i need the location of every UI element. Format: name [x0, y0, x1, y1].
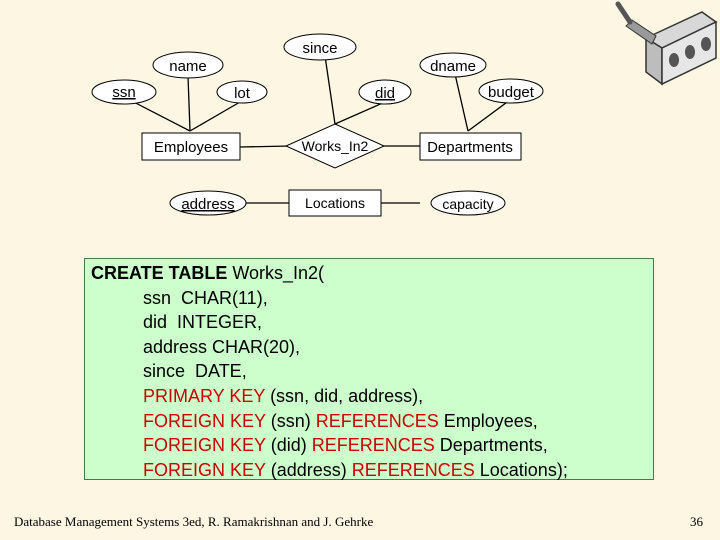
attr-capacity: capacity	[430, 190, 506, 216]
svg-text:since: since	[302, 40, 337, 57]
attr-address: address	[169, 190, 247, 216]
sql-keyword: FOREIGN KEY	[143, 459, 266, 480]
sql-keyword: FOREIGN KEY	[143, 410, 266, 431]
svg-text:Works_In2: Works_In2	[302, 138, 369, 154]
relationship-works-in2: Works_In2	[284, 123, 386, 169]
sql-line-fk-ssn: FOREIGN KEY (ssn) REFERENCES Employees,	[91, 409, 653, 434]
brick-trowel-logo	[615, 1, 718, 86]
svg-text:Departments: Departments	[427, 139, 513, 156]
entity-locations: Locations	[288, 189, 382, 217]
svg-text:budget: budget	[488, 84, 535, 101]
sql-line-primary-key: PRIMARY KEY (ssn, did, address),	[91, 384, 653, 409]
attr-name: name	[152, 51, 224, 79]
sql-text: (address)	[265, 459, 352, 480]
sql-text: (did)	[265, 435, 312, 456]
sql-text: (ssn, did, address),	[265, 385, 424, 406]
sql-text: Employees,	[438, 410, 538, 431]
svg-text:Locations: Locations	[305, 195, 365, 211]
attr-did: did	[358, 79, 412, 105]
attr-lot: lot	[216, 80, 268, 104]
svg-text:dname: dname	[430, 58, 476, 75]
entity-employees: Employees	[141, 132, 241, 161]
sql-code-box: CREATE TABLE Works_In2( ssn CHAR(11), di…	[84, 258, 654, 480]
sql-keyword: REFERENCES	[315, 410, 439, 431]
svg-text:address: address	[181, 196, 234, 213]
attr-dname: dname	[419, 52, 487, 78]
svg-text:Employees: Employees	[154, 139, 228, 156]
attr-ssn: ssn	[91, 79, 157, 105]
svg-text:ssn: ssn	[112, 84, 135, 101]
entity-departments: Departments	[419, 132, 522, 161]
sql-line-fk-address: FOREIGN KEY (address) REFERENCES Locatio…	[91, 458, 653, 483]
sql-text: (ssn)	[265, 410, 316, 431]
svg-text:name: name	[169, 58, 207, 75]
footer-citation: Database Management Systems 3ed, R. Rama…	[14, 514, 374, 529]
svg-text:did: did	[375, 85, 395, 102]
svg-text:lot: lot	[234, 85, 251, 102]
sql-line-did: did INTEGER,	[143, 312, 263, 333]
svg-text:capacity: capacity	[442, 196, 493, 212]
attr-since: since	[283, 33, 357, 61]
sql-keyword: CREATE TABLE	[91, 263, 228, 283]
er-connectors	[121, 55, 511, 204]
sql-line-address: address CHAR(20),	[143, 336, 301, 357]
sql-keyword: REFERENCES	[351, 459, 475, 480]
sql-text: Locations);	[474, 459, 568, 480]
sql-line-fk-did: FOREIGN KEY (did) REFERENCES Departments…	[91, 433, 653, 458]
sql-keyword: PRIMARY KEY	[143, 385, 266, 406]
sql-text: Departments,	[434, 435, 548, 456]
sql-text: Works_In2(	[227, 263, 325, 283]
er-diagram: since name dname ssn lot did budget addr…	[91, 33, 544, 217]
page-number: 36	[690, 514, 703, 529]
sql-line-ssn: ssn CHAR(11),	[143, 287, 268, 308]
sql-keyword: FOREIGN KEY	[143, 435, 266, 456]
sql-line-create: CREATE TABLE Works_In2(	[91, 261, 653, 286]
sql-keyword: REFERENCES	[311, 435, 435, 456]
sql-line-since: since DATE,	[143, 361, 247, 382]
attr-budget: budget	[478, 78, 544, 104]
